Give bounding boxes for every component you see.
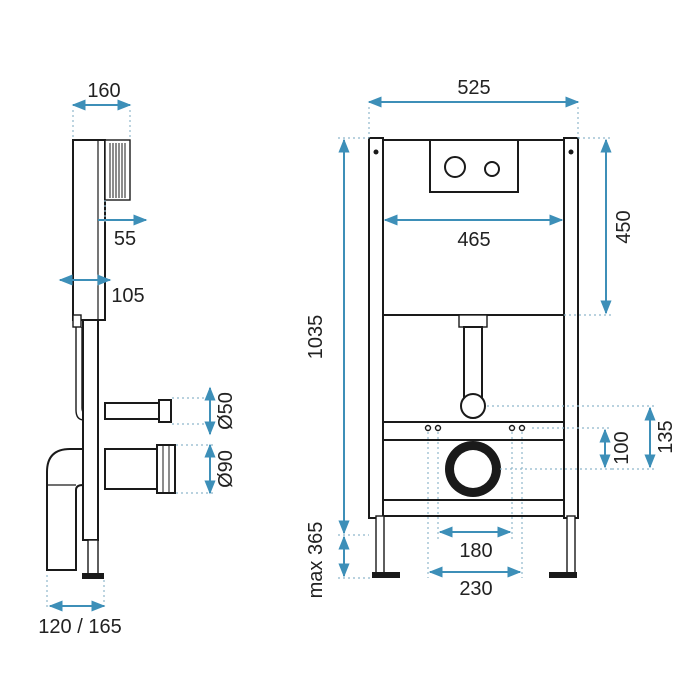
label-max-365: max 365 (305, 522, 327, 599)
dim-outlet-135: 135 (487, 405, 677, 470)
dim-tank-width: 465 (383, 214, 564, 251)
front-legs (372, 515, 577, 578)
dim-side-width: 160 (71, 80, 132, 140)
dim-side-bottom: 120 / 165 (38, 575, 122, 638)
front-drain (445, 441, 501, 497)
side-view: 160 55 105 Ø50 Ø90 (38, 80, 237, 638)
dim-side-button: 55 (98, 200, 148, 250)
dim-bolt-230: 230 (427, 432, 523, 600)
side-tank (72, 139, 131, 328)
dim-bolt-180: 180 (437, 432, 513, 562)
label-1035: 1035 (305, 315, 327, 360)
label-105: 105 (111, 285, 144, 307)
dim-front-width: 525 (367, 77, 580, 138)
dim-pipe-large: Ø90 (176, 443, 237, 495)
label-525: 525 (457, 77, 490, 99)
label-d90: Ø90 (215, 450, 237, 488)
front-flush-pipe (458, 314, 488, 419)
label-d50: Ø50 (215, 392, 237, 430)
label-230: 230 (459, 578, 492, 600)
front-view: 525 465 450 1035 max 365 (305, 77, 677, 600)
side-elbow (46, 448, 84, 571)
label-180: 180 (459, 540, 492, 562)
side-pipe-small (104, 399, 172, 423)
dim-leg-height: max 365 (305, 522, 372, 599)
dim-drain-100: 100 (500, 427, 633, 470)
label-55: 55 (114, 228, 136, 250)
label-450: 450 (613, 210, 635, 243)
label-100: 100 (611, 431, 633, 464)
dim-total-height: 1035 (305, 137, 369, 536)
dim-side-depth: 105 (58, 274, 145, 307)
dim-tank-height: 450 (564, 137, 635, 316)
label-120-165: 120 / 165 (38, 616, 121, 638)
label-160: 160 (87, 80, 120, 102)
side-pipe-large (104, 444, 176, 494)
dim-pipe-small: Ø50 (172, 386, 237, 436)
front-tank (382, 139, 565, 316)
label-135: 135 (655, 420, 677, 453)
side-ribbed-panel (109, 143, 126, 198)
label-465: 465 (457, 229, 490, 251)
